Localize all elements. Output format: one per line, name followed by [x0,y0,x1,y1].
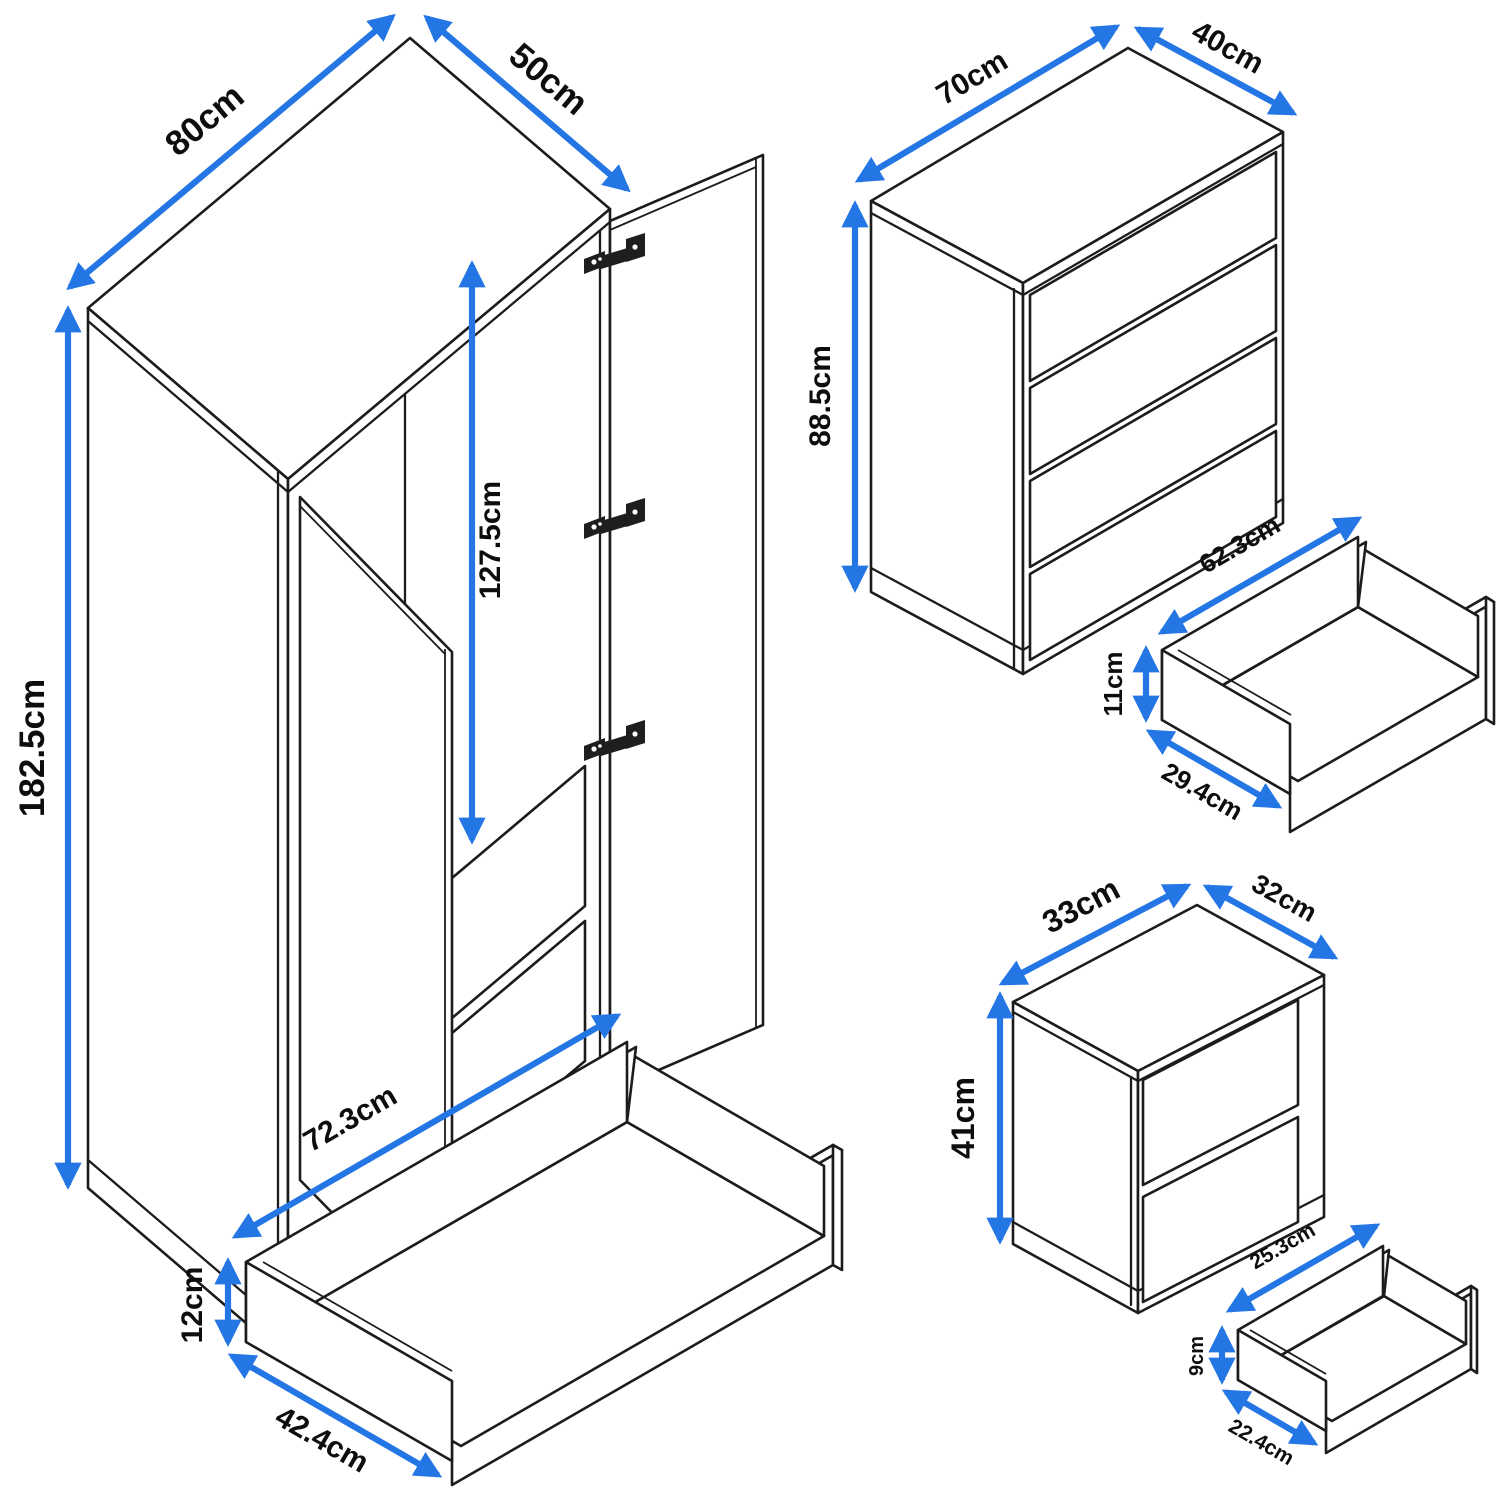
wardrobe-drawer-width-arrow [231,1013,622,1239]
wardrobe-left-door-top-edge [299,505,446,655]
chest-drawer-front-1 [1028,150,1278,383]
bedside-drawer-front-1 [1141,998,1300,1187]
wardrobe-right-door-top-edge [609,166,757,231]
bedside-drawer-height-label: 9cm [1186,1336,1208,1376]
wardrobe-drawer-front-panel-end [831,1143,844,1272]
wardrobe-depth-arrow [423,14,631,193]
wardrobe-right-door [608,153,765,1093]
wardrobe-drawer-height-label: 12cm [176,1267,209,1344]
chest-drawer-height-label: 11cm [1098,651,1128,716]
chest-drawer-front-panel-end [1484,595,1496,726]
wardrobe-drawer-depth-arrow [227,1353,443,1478]
bedside-drawer-left-wall-top [1249,1329,1327,1375]
wardrobe-interior-height-label: 127.5cm [474,481,507,599]
chest-width-label: 70cm [931,44,1014,112]
chest-depth-arrow [1133,26,1298,116]
chest-drawer-front-2 [1028,243,1278,476]
bedside-drawer-width-arrow [1225,1223,1381,1313]
wardrobe-drawer-left-wall-top [262,1261,453,1372]
chest-left-side [869,199,1025,676]
wardrobe-top-thickness [86,220,612,494]
chest-drawer-depth-arrow [1145,729,1283,809]
bedside-depth-label: 32cm [1247,868,1322,928]
chest-drawer-width-arrow [1157,516,1363,635]
bedside-figure [1011,903,1326,1315]
wardrobe-width-arrow [66,13,396,291]
bedside-height-label: 41cm [945,1077,981,1159]
bedside-width-label: 33cm [1036,870,1125,940]
wardrobe-depth-label: 50cm [502,35,596,122]
bedside-drawer-depth-arrow [1221,1389,1319,1446]
chest-drawer-depth-label: 29.4cm [1157,756,1248,826]
bedside-drawer-depth-label: 22.4cm [1225,1415,1298,1471]
chest-depth-label: 40cm [1186,15,1269,81]
bedside-drawer-front-panel-end [1469,1284,1479,1375]
wardrobe-drawer-depth-label: 42.4cm [269,1400,374,1479]
bedside-depth-arrow [1202,884,1339,960]
chest-drawer-left-wall-top [1177,649,1292,716]
bedside-width-arrow [998,883,1192,986]
chest-figure [869,46,1285,676]
wardrobe-height-label: 182.5cm [13,679,52,817]
chest-top-thickness [869,142,1285,297]
bedside-top-thickness [1011,983,1326,1083]
chest-width-arrow [854,24,1121,183]
bedside-drawer-front-2 [1141,1115,1300,1304]
chest-height-label: 88.5cm [804,345,837,447]
chest-drawer-front-3 [1028,336,1278,569]
wardrobe-width-label: 80cm [158,76,252,163]
